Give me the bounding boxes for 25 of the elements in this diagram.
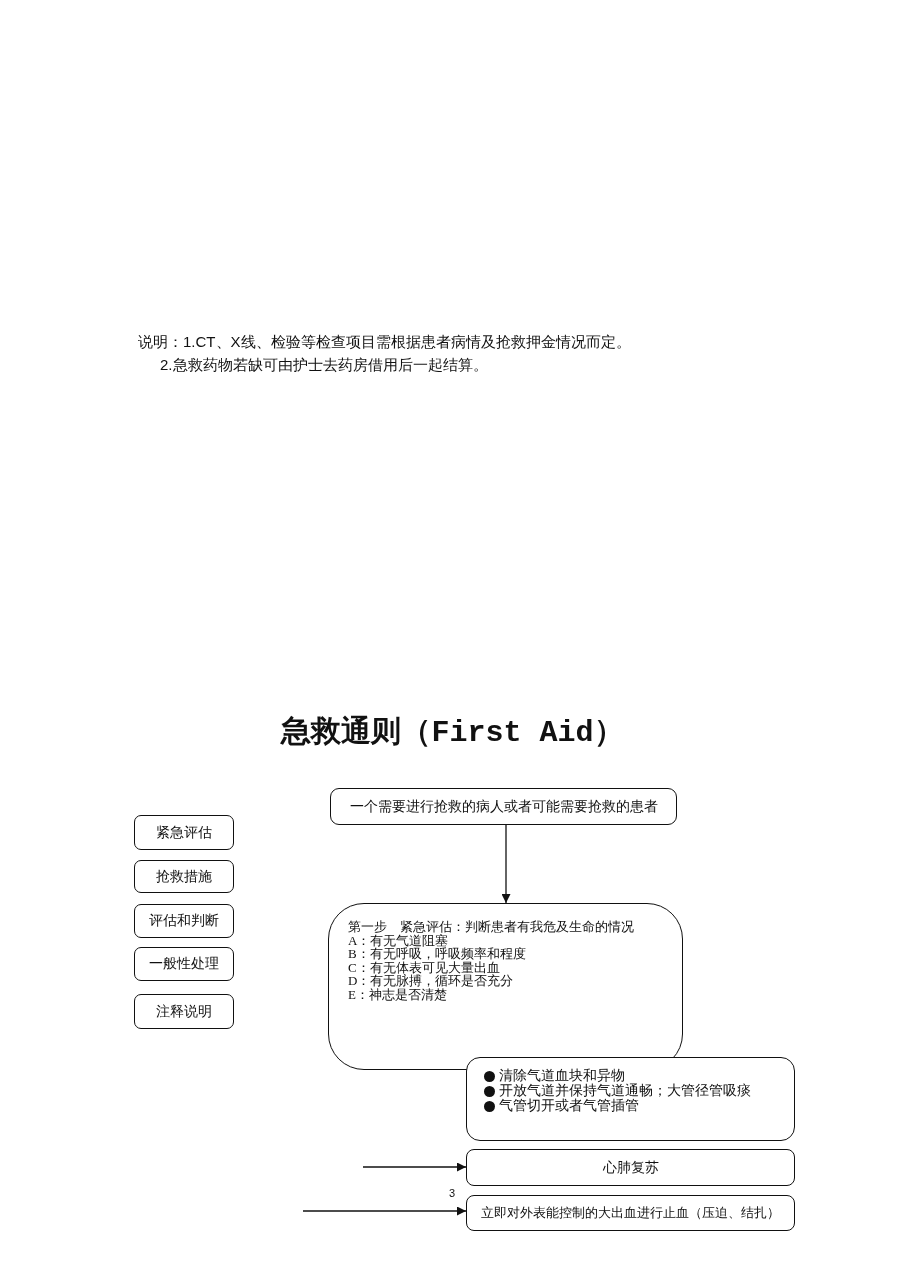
category-box: 评估和判断: [134, 904, 234, 938]
note-text: 2.急救药物若缺可由护士去药房借用后一起结算。: [160, 357, 488, 372]
checklist-item: C：有无体表可见大量出血: [348, 960, 500, 974]
arrow: [501, 824, 511, 904]
step-heading: 第一步 紧急评估：判断患者有我危及生命的情况: [348, 920, 634, 933]
category-box: 紧急评估: [134, 815, 234, 850]
process-box: [328, 903, 683, 1070]
category-box: 抢救措施: [134, 860, 234, 893]
process-box: 立即对外表能控制的大出血进行止血（压迫、结扎）: [466, 1195, 795, 1231]
process-box: 一个需要进行抢救的病人或者可能需要抢救的患者: [330, 788, 677, 825]
arrow: [362, 1162, 467, 1172]
note-text: 说明：1.CT、X线、检验等检查项目需根据患者病情及抢救押金情况而定。: [138, 334, 631, 349]
process-box: 心肺复苏: [466, 1149, 795, 1186]
page-number: 3: [449, 1188, 456, 1199]
bullet-item: 气管切开或者气管插管: [499, 1099, 639, 1113]
checklist-item: A：有无气道阻塞: [348, 933, 449, 947]
category-box: 注释说明: [134, 994, 234, 1029]
bullet-item: 开放气道并保持气道通畅；大管径管吸痰: [499, 1084, 751, 1098]
process-box: [466, 1057, 795, 1141]
category-box: 一般性处理: [134, 947, 234, 981]
checklist-item: B：有无呼吸，呼吸频率和程度: [348, 947, 526, 961]
bullet-item: 清除气道血块和异物: [499, 1069, 625, 1083]
arrow: [302, 1206, 467, 1216]
checklist-item: D：有无脉搏，循环是否充分: [348, 974, 514, 988]
checklist-item: E：神志是否清楚: [348, 988, 447, 1001]
